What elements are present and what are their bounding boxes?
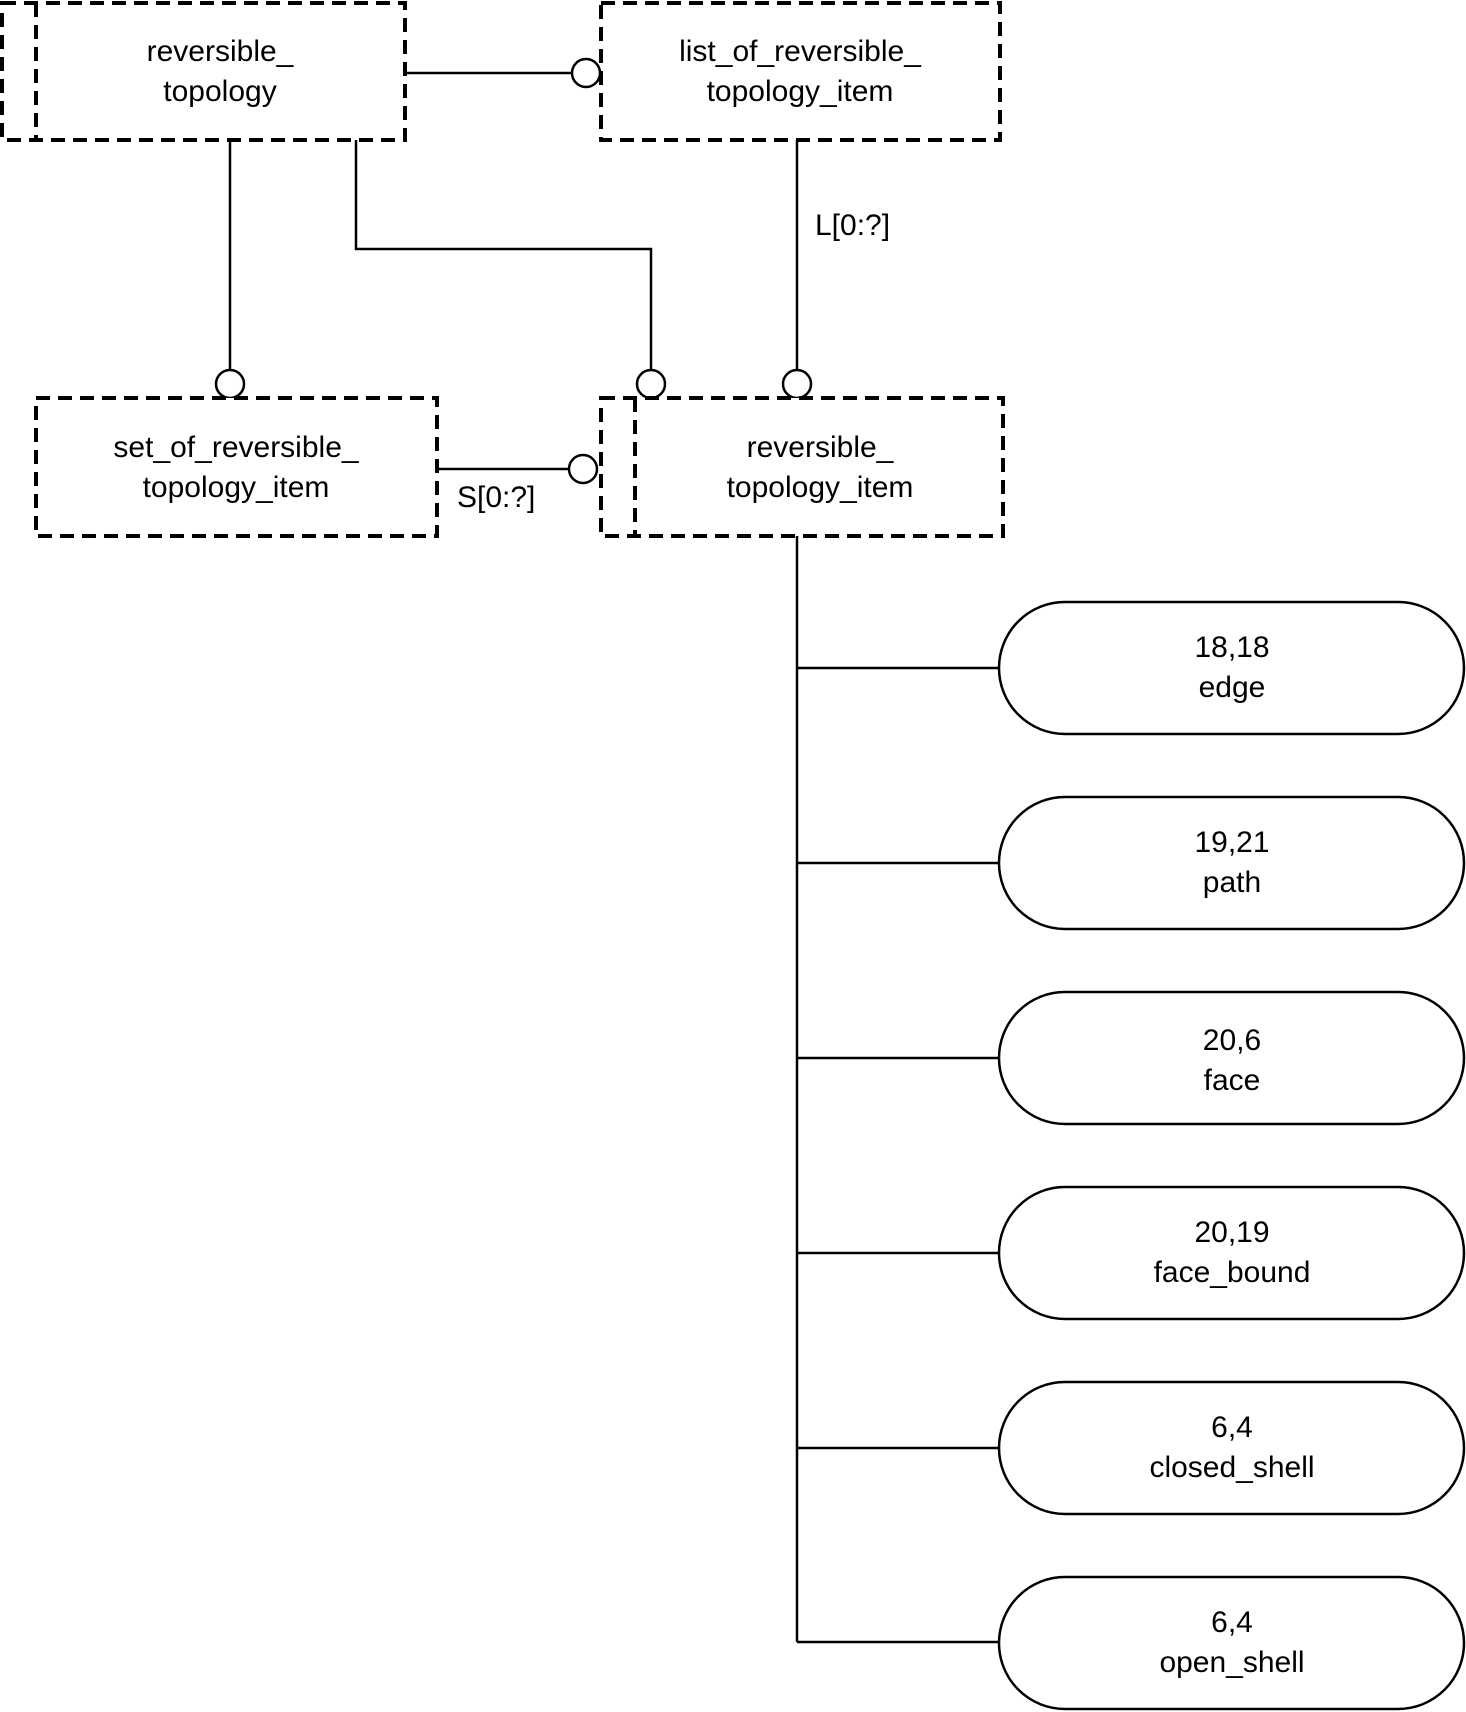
entity-label-line2: topology_item xyxy=(143,471,330,504)
reference-name: path xyxy=(1203,866,1261,899)
circle-item-end-from-list xyxy=(781,368,813,400)
circle-set-end xyxy=(214,368,246,400)
entity-label-line2: topology_item xyxy=(707,75,894,108)
reference-pill xyxy=(997,990,1466,1126)
set-cardinality-label: S[0:?] xyxy=(457,481,535,514)
entity-box xyxy=(599,1,1002,142)
reference-page: 19,21 xyxy=(1194,826,1269,859)
entity-label-line1: set_of_reversible_ xyxy=(113,431,359,464)
reference-name: edge xyxy=(1199,671,1266,704)
reference-page: 6,4 xyxy=(1211,1411,1253,1444)
reference-pill xyxy=(997,795,1466,931)
entity-label-line1: list_of_reversible_ xyxy=(679,35,922,68)
reference-page: 18,18 xyxy=(1194,631,1269,664)
entity-list-of-reversible-topology-item: list_of_reversible_ topology_item xyxy=(599,1,1002,142)
reference-pill xyxy=(997,1380,1466,1516)
reference-path: 19,21 path xyxy=(997,795,1466,931)
circle-item-end-from-set xyxy=(567,453,599,485)
entity-reversible-topology-item: reversible_ topology_item xyxy=(599,396,1005,538)
reference-edge: 18,18 edge xyxy=(997,600,1466,736)
reference-page: 6,4 xyxy=(1211,1606,1253,1639)
entity-reversible-topology: reversible_ topology xyxy=(0,1,407,142)
reference-name: closed_shell xyxy=(1149,1451,1314,1484)
reference-pill xyxy=(997,600,1466,736)
reference-face-bound: 20,19 face_bound xyxy=(997,1185,1466,1321)
entity-label-line1: reversible_ xyxy=(747,431,895,464)
reference-name: face xyxy=(1204,1064,1261,1097)
circle-item-end-from-topology xyxy=(635,368,667,400)
entity-label-line2: topology xyxy=(163,75,276,108)
reference-page: 20,6 xyxy=(1203,1024,1261,1057)
list-cardinality-label: L[0:?] xyxy=(815,209,890,242)
entity-label-line1: reversible_ xyxy=(147,35,295,68)
connector-lines xyxy=(228,71,999,1644)
line-topology-to-item xyxy=(354,140,653,370)
reference-page: 20,19 xyxy=(1194,1216,1269,1249)
reference-open-shell: 6,4 open_shell xyxy=(997,1575,1466,1711)
circle-list-end xyxy=(570,57,602,89)
reference-pill xyxy=(997,1185,1466,1321)
reference-pill xyxy=(997,1575,1466,1711)
reference-name: open_shell xyxy=(1159,1646,1304,1679)
entity-box xyxy=(599,396,1005,538)
entity-label-line2: topology_item xyxy=(727,471,914,504)
reference-closed-shell: 6,4 closed_shell xyxy=(997,1380,1466,1516)
reference-name: face_bound xyxy=(1154,1256,1311,1289)
entity-box xyxy=(34,396,439,538)
entity-set-of-reversible-topology-item: set_of_reversible_ topology_item xyxy=(34,396,439,538)
reference-face: 20,6 face xyxy=(997,990,1466,1126)
entity-box xyxy=(0,1,407,142)
